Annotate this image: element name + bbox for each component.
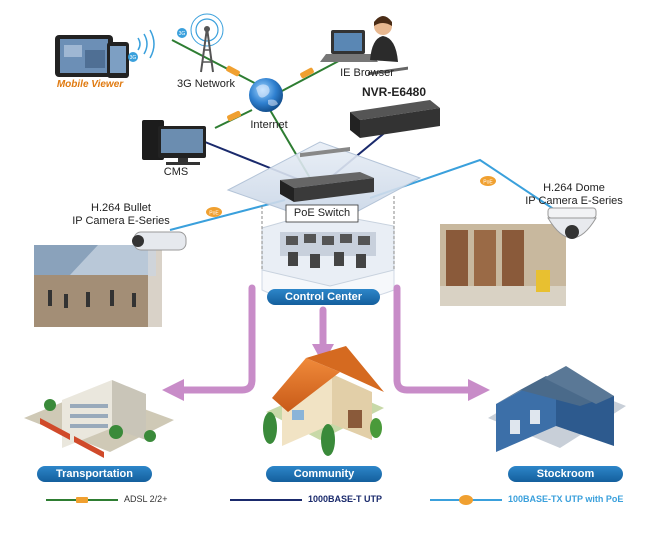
bullet-camera-icon	[132, 231, 187, 276]
control-center-pill: Control Center	[267, 289, 380, 305]
control-center-platform	[226, 141, 422, 305]
svg-text:3G: 3G	[130, 55, 137, 61]
dome-camera-label-line2: IP Camera E-Series	[525, 195, 623, 207]
adsl-line-mobile	[171, 39, 269, 91]
transportation-illustration	[24, 380, 174, 458]
nvr-label: NVR-E6480	[361, 85, 427, 99]
badge-3g-tower	[177, 28, 187, 38]
transportation-pill: Transportation	[37, 466, 152, 482]
internet-label: Internet	[250, 119, 288, 131]
nvr-device-icon	[350, 66, 440, 138]
cms-workstation-icon	[142, 120, 206, 165]
community-house-illustration	[263, 346, 384, 456]
bullet-camera-label-line2: IP Camera E-Series	[72, 215, 170, 227]
ie-browser-label: IE Browser	[340, 67, 394, 79]
adsl-badge-2	[300, 67, 314, 79]
stockroom-warehouse-illustration	[488, 366, 626, 452]
mobile-viewer-label: Mobile Viewer	[56, 79, 124, 90]
legend-lines	[46, 495, 502, 505]
poe-switch-icon	[280, 147, 374, 202]
internet-globe-icon	[249, 78, 283, 112]
arrow-to-stockroom	[393, 284, 474, 394]
poe-line-bullet	[169, 199, 286, 231]
adsl-badge-1	[226, 65, 240, 77]
warehouse-photo	[440, 224, 566, 306]
wireless-signal-icon	[137, 29, 155, 59]
svg-text:3G: 3G	[179, 31, 186, 37]
svg-text:PoE: PoE	[209, 211, 219, 217]
poe-badge-right	[480, 176, 496, 186]
stockroom-pill: Stockroom	[508, 466, 623, 482]
bullet-camera-label-line1: H.264 Bullet	[91, 202, 151, 214]
poe-switch-label-box	[285, 204, 359, 223]
dome-camera-icon	[547, 207, 597, 239]
arrow-to-transportation	[178, 284, 256, 394]
dome-camera-label-line1: H.264 Dome	[543, 182, 605, 194]
poe-badge-left	[206, 207, 222, 217]
network-3g-label: 3G Network	[176, 78, 236, 90]
mobile-viewer-devices	[55, 35, 129, 78]
legend-label-utp100: 100BASE-TX UTP with PoE	[508, 494, 624, 504]
adsl-badge-3	[227, 110, 241, 122]
poe-switch-label: PoE Switch	[293, 207, 351, 219]
poe-badges: PoE PoE	[206, 65, 496, 217]
badge-3g-left	[128, 52, 138, 62]
legend-label-adsl: ADSL 2/2+	[124, 494, 168, 504]
ie-browser-user-icon	[320, 16, 398, 62]
flow-arrows	[178, 284, 474, 394]
community-pill: Community	[266, 466, 382, 482]
train-station-photo	[34, 245, 162, 327]
cell-tower-icon	[190, 13, 224, 73]
svg-text:PoE: PoE	[483, 180, 493, 186]
cms-label: CMS	[163, 166, 189, 178]
legend-label-utp1000: 1000BASE-T UTP	[308, 494, 383, 504]
